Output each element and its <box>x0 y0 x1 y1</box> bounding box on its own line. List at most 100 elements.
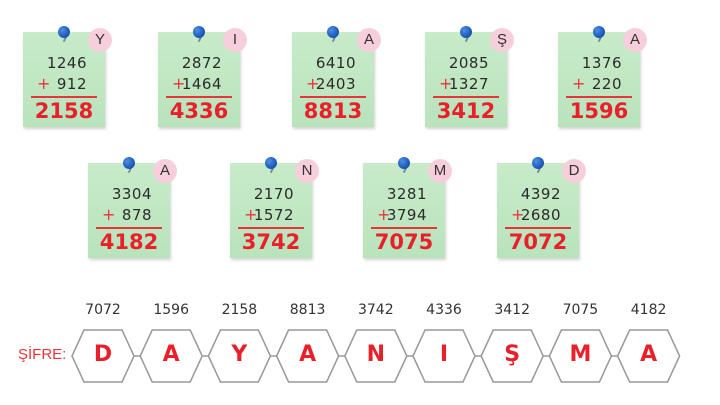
letter-badge: M <box>428 159 452 183</box>
addend-2: 2403 <box>315 75 356 93</box>
addend-2: 912 <box>56 75 87 93</box>
plus-sign: + <box>572 74 586 93</box>
cipher-letter: A <box>162 342 180 367</box>
sum-line <box>166 96 232 98</box>
sum-line <box>505 227 571 229</box>
sum-result: 7075 <box>374 230 434 254</box>
sum-result: 1596 <box>569 99 629 123</box>
pushpin-icon <box>193 26 205 43</box>
plus-sign: + <box>511 205 525 224</box>
addend-2: 878 <box>121 206 152 224</box>
cipher-letter: N <box>366 342 385 367</box>
addend-2: 3794 <box>386 206 427 224</box>
letter-badge: Ş <box>490 28 514 52</box>
letter-badge: A <box>623 28 647 52</box>
addend-1: 2872 <box>181 54 222 72</box>
letter-hexagon <box>207 329 272 383</box>
pushpin-icon <box>123 157 135 174</box>
plus-sign: + <box>102 205 116 224</box>
sticky-note-a: A 3304 + 878 4182 <box>88 157 177 258</box>
cipher-code: 7072 <box>85 302 121 318</box>
sticky-note-y: Y 1246 + 912 2158 <box>23 26 112 127</box>
sum-line <box>371 227 437 229</box>
cipher-code: 4336 <box>426 302 462 318</box>
letter-hexagon <box>71 329 135 383</box>
plus-sign: + <box>244 205 258 224</box>
cipher-label: ŞİFRE: <box>18 346 67 363</box>
cipher-letter: Y <box>231 342 248 367</box>
cipher-letter: Ş <box>504 342 521 367</box>
addend-1: 2085 <box>448 54 489 72</box>
plus-sign: + <box>37 74 51 93</box>
cipher-code: 3412 <box>494 302 530 318</box>
addend-2: 1572 <box>253 206 294 224</box>
plus-sign: + <box>439 74 453 93</box>
sum-result: 2158 <box>34 99 94 123</box>
letter-hexagon <box>616 329 681 383</box>
plus-sign: + <box>377 205 391 224</box>
letter-hexagon <box>480 329 545 383</box>
pushpin-icon <box>265 157 277 174</box>
letter-badge: N <box>295 159 319 183</box>
plus-sign: + <box>306 74 320 93</box>
pushpin-icon <box>532 157 544 174</box>
sum-line <box>238 227 304 229</box>
pushpin-icon <box>327 26 339 43</box>
sum-line <box>433 96 499 98</box>
sum-line <box>31 96 97 98</box>
letter-badge: A <box>153 159 177 183</box>
sum-result: 3742 <box>241 230 301 254</box>
letter-hexagon <box>343 329 408 383</box>
cipher-letter: M <box>569 342 592 367</box>
addend-1: 3304 <box>111 185 152 203</box>
pushpin-icon <box>58 26 70 43</box>
sum-result: 4336 <box>169 99 229 123</box>
pushpin-icon <box>460 26 472 43</box>
plus-sign: + <box>172 74 186 93</box>
addend-2: 1327 <box>448 75 489 93</box>
cipher-letter: I <box>439 342 449 367</box>
sticky-note-a: A 1376 + 220 1596 <box>558 26 647 127</box>
pushpin-icon <box>593 26 605 43</box>
letter-badge: Y <box>88 28 112 52</box>
addend-1: 6410 <box>315 54 356 72</box>
cipher-letter: D <box>93 342 113 367</box>
sticky-note-a: A 6410 + 2403 8813 <box>292 26 381 127</box>
addend-1: 1376 <box>581 54 622 72</box>
addend-2: 1464 <box>181 75 222 93</box>
addend-1: 1246 <box>46 54 87 72</box>
cipher-letter: A <box>640 342 658 367</box>
letter-badge: D <box>562 159 586 183</box>
sum-result: 4182 <box>99 230 159 254</box>
letter-badge: I <box>223 28 247 52</box>
addend-1: 2170 <box>253 185 294 203</box>
sum-line <box>566 96 632 98</box>
sum-result: 7072 <box>508 230 568 254</box>
letter-hexagon <box>412 329 476 383</box>
sum-result: 8813 <box>303 99 363 123</box>
addend-1: 4392 <box>520 185 561 203</box>
sum-line <box>300 96 366 98</box>
sum-line <box>96 227 162 229</box>
addend-2: 2680 <box>520 206 561 224</box>
letter-hexagon <box>548 329 613 383</box>
addend-2: 220 <box>591 75 622 93</box>
cipher-code: 1596 <box>153 302 189 318</box>
cipher-code: 2158 <box>221 302 258 318</box>
sum-result: 3412 <box>436 99 496 123</box>
letter-badge: A <box>357 28 381 52</box>
letter-hexagon <box>139 329 204 383</box>
addend-1: 3281 <box>386 185 427 203</box>
cipher-code: 8813 <box>289 302 326 318</box>
sticky-note-m: M 3281 + 3794 7075 <box>363 157 452 258</box>
letter-hexagon <box>275 329 340 383</box>
sticky-note-i: I 2872 + 1464 4336 <box>158 26 247 127</box>
pushpin-icon <box>398 157 410 174</box>
cipher-code: 3742 <box>357 302 394 318</box>
cipher-code: 4182 <box>630 302 667 318</box>
sticky-note-d: D 4392 + 2680 7072 <box>497 157 586 258</box>
cipher-letter: A <box>299 342 317 367</box>
sticky-note-n: N 2170 + 1572 3742 <box>230 157 319 258</box>
sticky-note-s-cedilla: Ş 2085 + 1327 3412 <box>425 26 514 127</box>
